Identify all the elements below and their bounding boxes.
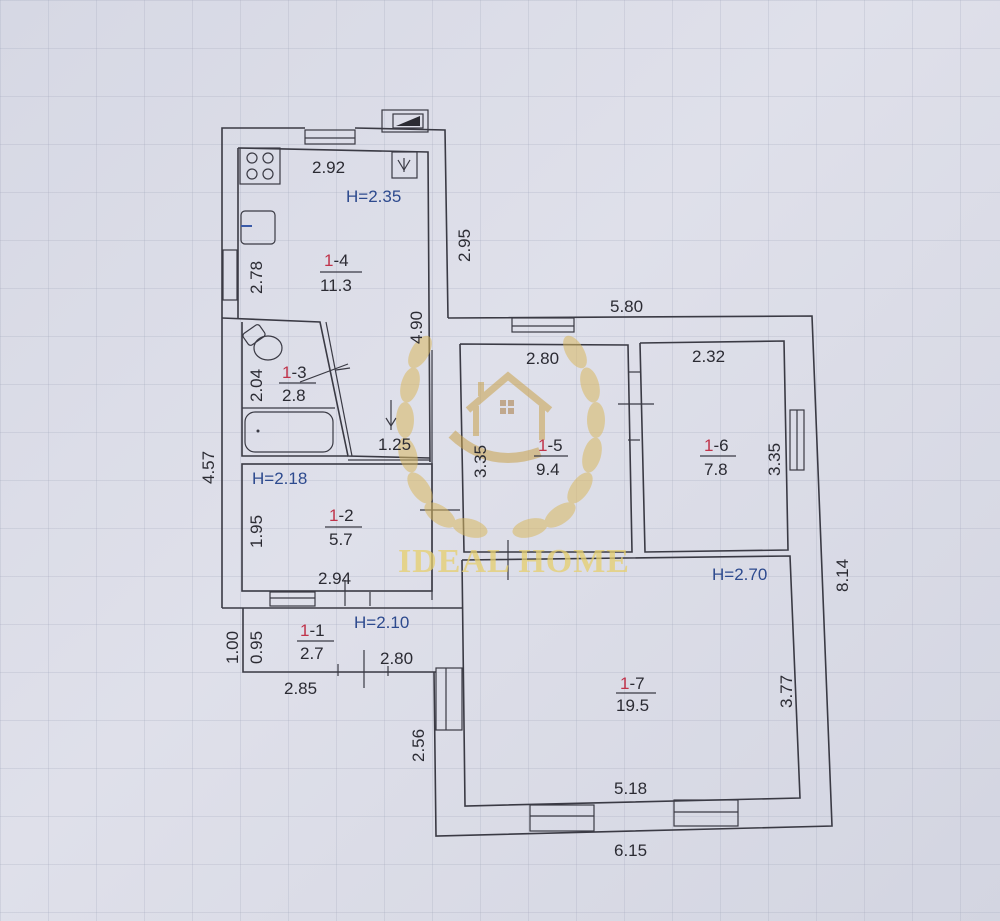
svg-text:1-1: 1-1 (300, 621, 325, 640)
hall-walls (221, 318, 462, 609)
svg-text:7.8: 7.8 (704, 460, 728, 479)
svg-text:2.7: 2.7 (300, 644, 324, 663)
ceiling-heights: H=2.35 H=2.18 H=2.10 H=2.70 (252, 187, 767, 632)
dimension-labels: 2.92 2.95 2.78 4.90 2.04 1.25 4.57 1.95 … (199, 158, 852, 860)
dim-entry-depth: 0.95 (247, 631, 266, 664)
room-label-1-2: 1-2 5.7 (325, 506, 362, 549)
svg-text:1-5: 1-5 (538, 436, 563, 455)
dim-hall-depth: 1.95 (247, 515, 266, 548)
dim-kitchen-depth: 2.78 (247, 261, 266, 294)
height-hall: H=2.18 (252, 469, 307, 488)
dim-entry-outer: 1.00 (223, 631, 242, 664)
svg-text:1-6: 1-6 (704, 436, 729, 455)
door-arrow-icon (385, 400, 397, 430)
sink-icon (240, 210, 276, 245)
svg-text:1-2: 1-2 (329, 506, 354, 525)
dim-entry-width: 2.85 (284, 679, 317, 698)
dim-left-outer: 4.57 (199, 451, 218, 484)
room-label-1-6: 1-6 7.8 (700, 436, 736, 479)
dim-left-lower-outer: 2.56 (409, 729, 428, 762)
height-living: H=2.70 (712, 565, 767, 584)
stove-icon (239, 147, 281, 185)
dim-living-width: 5.18 (614, 779, 647, 798)
watermark-text: IDEAL HOME (398, 543, 630, 580)
svg-text:2.8: 2.8 (282, 386, 306, 405)
svg-text:11.3: 11.3 (320, 276, 352, 295)
living-side-window (435, 667, 463, 731)
height-kitchen: H=2.35 (346, 187, 401, 206)
height-entry: H=2.10 (354, 613, 409, 632)
room5-window (511, 317, 575, 333)
bathroom-walls (221, 317, 431, 459)
bathtub-icon (244, 411, 334, 453)
svg-text:19.5: 19.5 (616, 696, 649, 715)
room-label-1-7: 1-7 19.5 (616, 674, 656, 715)
dim-room5-width: 2.80 (526, 349, 559, 368)
room-label-1-4: 1-4 11.3 (320, 251, 362, 295)
room-label-1-3: 1-3 2.8 (279, 363, 316, 405)
svg-text:1-3: 1-3 (282, 363, 307, 382)
house-icon (448, 371, 553, 463)
living-window-1 (529, 804, 595, 832)
kitchen-walls (221, 127, 449, 463)
svg-text:1-7: 1-7 (620, 674, 645, 693)
dim-bottom-outer: 6.15 (614, 841, 647, 860)
living-window-2 (673, 799, 739, 827)
room-label-1-5: 1-5 9.4 (534, 436, 568, 479)
room-label-1-1: 1-1 2.7 (297, 621, 334, 663)
dim-room6-width: 2.32 (692, 347, 725, 366)
dim-bath-door: 1.25 (378, 435, 411, 454)
watermark-logo (396, 335, 605, 538)
dim-living-depth: 3.77 (777, 675, 796, 708)
chimney-icon (381, 109, 429, 133)
dim-hall-width: 2.94 (318, 569, 351, 588)
dim-room6-depth: 3.35 (765, 443, 784, 476)
svg-text:1-4: 1-4 (324, 251, 349, 270)
dim-room5-depth: 3.35 (471, 445, 490, 478)
kitchen-side-window (222, 249, 238, 301)
dim-entry-inner: 2.80 (380, 649, 413, 668)
entry-walls (242, 608, 436, 688)
svg-text:5.7: 5.7 (329, 530, 353, 549)
dim-bath-depth: 2.04 (247, 369, 266, 402)
hall-window (269, 591, 316, 607)
dim-corridor-length: 4.90 (407, 311, 426, 344)
toilet-icon (242, 324, 283, 361)
boiler-icon (391, 151, 418, 179)
dim-right-outer: 8.14 (833, 559, 852, 592)
kitchen-window (304, 129, 356, 145)
dim-kitchen-outer-right: 2.95 (455, 229, 474, 262)
svg-text:9.4: 9.4 (536, 460, 560, 479)
dim-kitchen-width: 2.92 (312, 158, 345, 177)
dim-top-outer: 5.80 (610, 297, 643, 316)
